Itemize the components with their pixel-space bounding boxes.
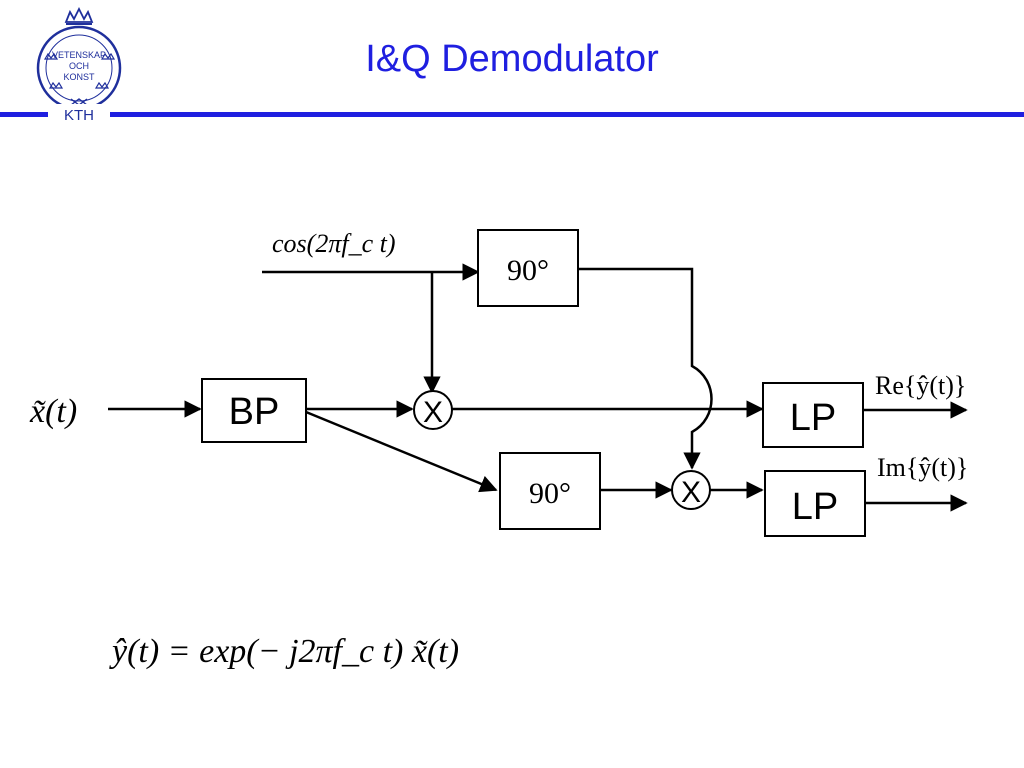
phase-shift-block-bottom — [499, 452, 601, 530]
bandpass-block — [201, 378, 307, 443]
kth-label: KTH — [64, 107, 94, 124]
phase-shift-top-label: 90° — [507, 254, 549, 287]
bp-to-phase-shift-bottom — [305, 410, 498, 493]
logo-line-3: KONST — [63, 72, 95, 82]
output-real-label: Re{ŷ(t)} — [875, 371, 966, 400]
lowpass-block-bottom — [764, 470, 866, 537]
lowpass-block-top — [762, 382, 864, 448]
bandpass-label: BP — [229, 391, 280, 433]
lowpass-top-label: LP — [790, 397, 836, 439]
shifted-carrier-line — [578, 267, 713, 470]
logo-line-2: OCH — [69, 61, 89, 71]
multiplier-top-label: X — [423, 396, 443, 429]
lowpass-bottom-label: LP — [792, 486, 838, 528]
carrier-label: cos(2πf_c t) — [272, 229, 396, 258]
slide-title: I&Q Demodulator — [365, 38, 659, 80]
multiplier-bottom-label: X — [681, 476, 701, 509]
phase-shift-block-top — [477, 229, 579, 307]
equation: ŷ(t) = exp(− j2πf_c t) x̃(t) — [109, 633, 459, 670]
logo-line-1: VETENSKAP — [52, 50, 106, 60]
output-imag-label: Im{ŷ(t)} — [877, 453, 968, 482]
title-divider — [0, 112, 1024, 117]
input-signal-label: x̃(t) — [29, 393, 77, 430]
kth-label-background — [48, 104, 110, 128]
phase-shift-bottom-label: 90° — [529, 477, 571, 510]
